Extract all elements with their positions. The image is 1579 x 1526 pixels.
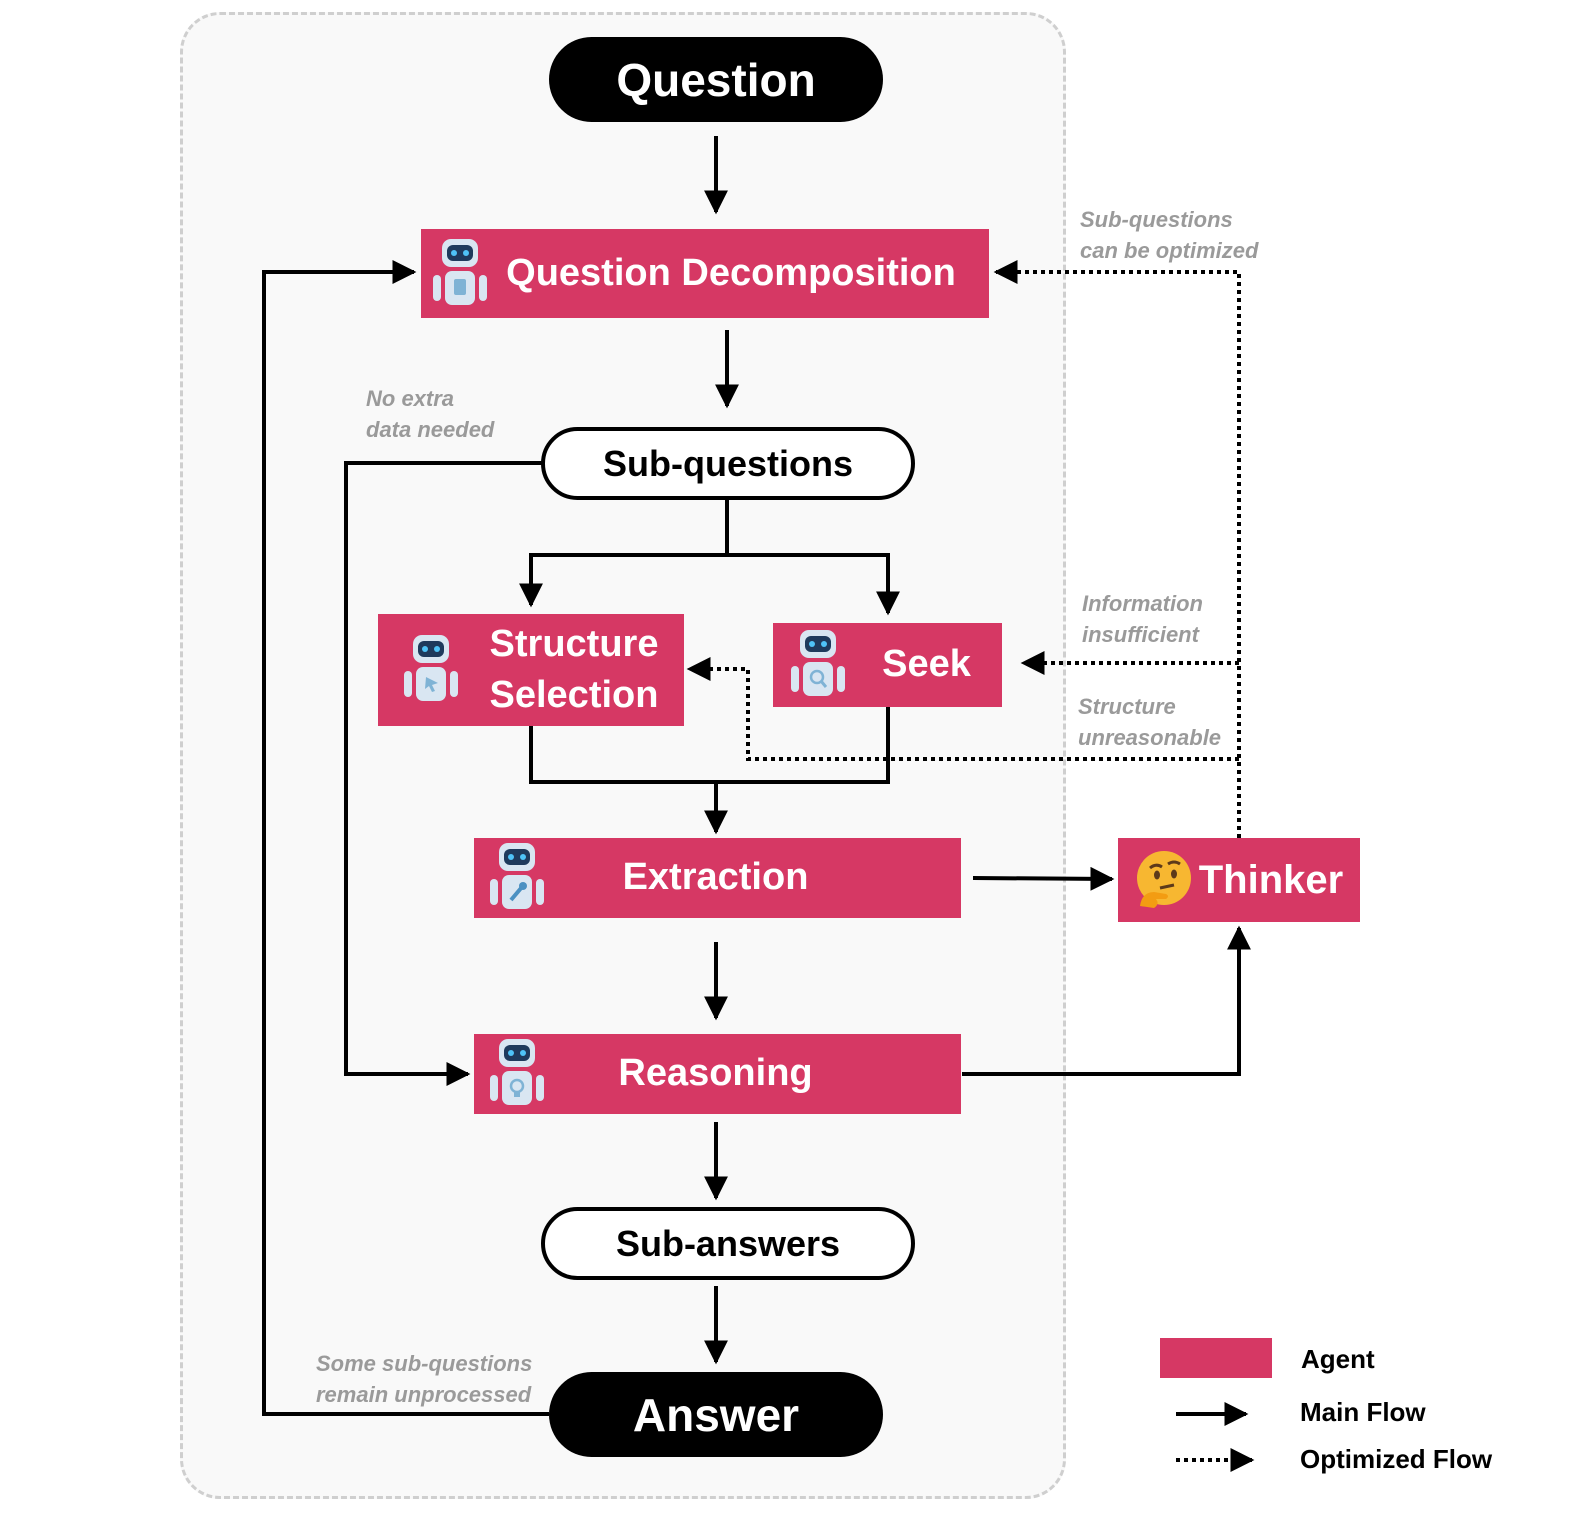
question-label: Question	[616, 53, 816, 106]
note-information-insufficient: Information insufficient	[1082, 591, 1203, 647]
arrow-subquestions-to-reasoning	[344, 461, 543, 1086]
legend-agent-label: Agent	[1301, 1344, 1375, 1374]
structure-selection-line2: Selection	[489, 674, 659, 716]
robot-magnifier-icon	[785, 626, 851, 704]
question-decomposition-label: Question Decomposition	[506, 251, 956, 294]
answer-node: Answer	[549, 1372, 883, 1457]
arrow-subquestions-to-seek	[727, 553, 900, 616]
arrow-extraction-to-thinker	[972, 866, 1115, 891]
robot-cursor-icon	[398, 631, 464, 709]
dotted-thinker-to-decomposition	[993, 260, 1241, 838]
arrow-answer-loop-to-decomposition	[262, 260, 549, 1416]
merge-structure-seek	[529, 707, 890, 784]
sub-questions-node: Sub-questions	[541, 427, 915, 500]
sub-answers-node: Sub-answers	[541, 1207, 915, 1280]
note-structure-unreasonable: Structure unreasonable	[1078, 694, 1222, 750]
question-node: Question	[549, 37, 883, 122]
extraction-agent: Extraction	[474, 838, 961, 918]
robot-clipboard-icon	[427, 235, 493, 313]
structure-selection-label: Structure Selection	[464, 619, 684, 722]
extraction-label: Extraction	[622, 856, 809, 899]
note-no-extra-data: No extra data needed	[366, 386, 495, 442]
dotted-thinker-to-structure	[686, 657, 1239, 761]
reasoning-agent: Reasoning	[474, 1034, 961, 1114]
arrow-subquestions-to-structure	[519, 500, 729, 608]
question-decomposition-agent: Question Decomposition	[421, 229, 989, 318]
structure-selection-line1: Structure	[489, 622, 659, 665]
answer-label: Answer	[632, 1388, 800, 1441]
thinker-label: Thinker	[1198, 858, 1344, 902]
note-sub-questions-optimized: Sub-questions can be optimized	[1080, 207, 1259, 263]
arrow-reasoning-to-thinker	[962, 925, 1251, 1076]
reasoning-label: Reasoning	[618, 1052, 813, 1095]
note-some-unprocessed: Some sub-questions remain unprocessed	[316, 1351, 533, 1407]
structure-selection-agent: Structure Selection	[378, 614, 684, 726]
thinking-face-icon	[1132, 848, 1196, 912]
seek-agent: Seek	[773, 623, 1002, 707]
legend-optimized-flow-label: Optimized Flow	[1300, 1444, 1493, 1474]
legend-agent-swatch	[1160, 1338, 1272, 1378]
thinker-agent: Thinker	[1118, 838, 1360, 922]
legend-main-flow-label: Main Flow	[1300, 1397, 1426, 1427]
sub-questions-label: Sub-questions	[603, 442, 853, 484]
robot-bulb-icon	[484, 1035, 550, 1113]
seek-label: Seek	[882, 643, 971, 686]
robot-wrench-icon	[484, 839, 550, 917]
sub-answers-label: Sub-answers	[615, 1222, 841, 1264]
